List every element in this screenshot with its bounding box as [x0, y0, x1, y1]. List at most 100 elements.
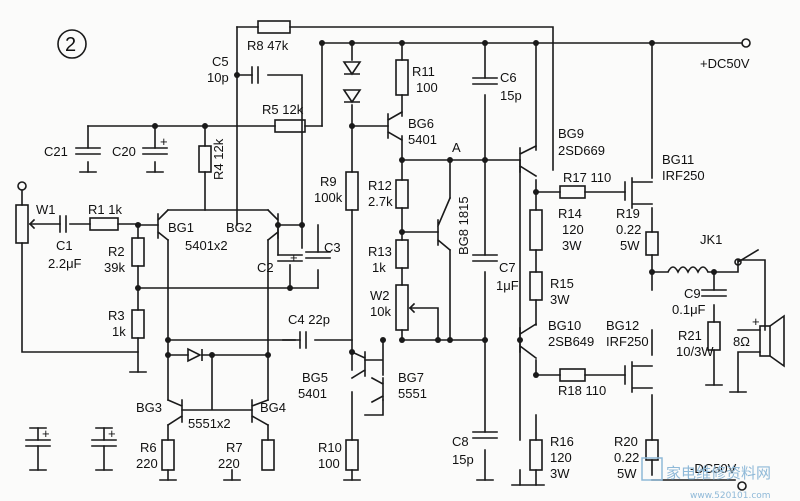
input-terminal [17, 181, 27, 191]
capacitor-c7 [472, 254, 498, 262]
label-bg6: BG6 [408, 116, 434, 131]
watermark-logo-icon [641, 457, 663, 481]
resistor-r3 [131, 309, 145, 339]
label-c20-plus: + [160, 134, 168, 149]
labels: 2 +DC50V -DC50V A R8 47k C5 10p R5 12k R… [36, 29, 760, 481]
label-r15-power: 3W [550, 292, 570, 307]
capacitor-c5 [251, 66, 259, 84]
capacitor-c6 [472, 77, 498, 85]
label-bg6-type: 5401 [408, 132, 437, 147]
label-pos-supply: +DC50V [700, 56, 750, 71]
resistor-r4 [198, 145, 212, 173]
label-c7-value: 1μF [496, 278, 519, 293]
capacitor-c4 [299, 331, 307, 349]
label-r1: R1 1k [88, 202, 122, 217]
label-r6-value: 220 [136, 456, 158, 471]
potentiometer-w1 [15, 204, 29, 244]
label-r20-power: 5W [617, 466, 637, 481]
label-c1-value: 2.2μF [48, 256, 82, 271]
label-w1: W1 [36, 202, 56, 217]
wires [21, 26, 766, 486]
label-r14-value: 120 [562, 222, 584, 237]
label-r12: R12 [368, 178, 392, 193]
capacitor-c1 [59, 215, 67, 233]
label-r20-value: 0.22 [614, 450, 639, 465]
label-r20: R20 [614, 434, 638, 449]
label-c21: C21 [44, 144, 68, 159]
label-w2-value: 10k [370, 304, 391, 319]
resistor-r5 [274, 119, 306, 133]
label-w2: W2 [370, 288, 390, 303]
label-r4: R4 12k [211, 138, 226, 180]
capacitor-c3 [305, 251, 331, 259]
label-c2-plus: + [290, 250, 298, 265]
label-bg12: BG12 [606, 318, 639, 333]
label-cap-right-plus: + [108, 426, 116, 441]
capacitor-c20 [142, 147, 168, 155]
label-r19-power: 5W [620, 238, 640, 253]
resistor-r8 [257, 20, 291, 34]
label-c7: C7 [499, 260, 516, 275]
label-r5: R5 12k [262, 102, 304, 117]
label-c2: C2 [257, 260, 274, 275]
label-neg-supply: -DC50V [690, 461, 737, 476]
transistors [156, 110, 653, 427]
label-bg7-type: 5551 [398, 386, 427, 401]
capacitor-c21 [75, 147, 101, 155]
label-bg12-type: IRF250 [606, 334, 649, 349]
label-c4: C4 22p [288, 312, 330, 327]
resistor-r20 [645, 439, 659, 461]
label-r7-value: 220 [218, 456, 240, 471]
watermark-text: 家电维修资料网 [666, 464, 771, 482]
label-r14: R14 [558, 206, 582, 221]
label-c8: C8 [452, 434, 469, 449]
label-bg10-type: 2SB649 [548, 334, 594, 349]
label-bg7: BG7 [398, 370, 424, 385]
label-r16-value: 120 [550, 450, 572, 465]
resistor-r9 [345, 171, 359, 211]
label-c9: C9 [684, 286, 701, 301]
label-r11-value: 100 [416, 80, 438, 95]
resistor-r13 [395, 239, 409, 269]
resistor-r7 [261, 439, 275, 471]
label-r18: R18 110 [558, 383, 606, 398]
jack-jk1 [734, 248, 760, 266]
label-bg9-type: 2SD669 [558, 143, 605, 158]
label-c1: C1 [56, 238, 73, 253]
label-c3: C3 [324, 240, 341, 255]
figure-number: 2 [65, 34, 76, 56]
label-r10-value: 100 [318, 456, 340, 471]
label-r17: R17 110 [563, 170, 611, 185]
label-c9-value: 0.1μF [672, 302, 706, 317]
resistor-r14 [529, 209, 543, 251]
label-bg3: BG3 [136, 400, 162, 415]
label-c20: C20 [112, 144, 136, 159]
label-speaker-plus: + [752, 314, 760, 329]
label-r13-value: 1k [372, 260, 386, 275]
label-bg5-type: 5401 [298, 386, 327, 401]
label-c5: C5 [212, 54, 229, 69]
output-inductor [667, 266, 709, 274]
label-r2: R2 [108, 244, 125, 259]
neg-supply-terminal [737, 481, 747, 491]
resistor-r18 [559, 368, 586, 382]
label-r10: R10 [318, 440, 342, 455]
resistor-r17 [559, 185, 586, 199]
resistor-r21 [707, 321, 721, 351]
label-bg8: BG8 1815 [456, 196, 471, 255]
label-jk1: JK1 [700, 232, 722, 247]
label-r15: R15 [550, 276, 574, 291]
label-bg3-bg4-type: 5551x2 [188, 416, 231, 431]
label-r7: R7 [226, 440, 243, 455]
resistor-r1 [89, 217, 119, 231]
label-r9-value: 100k [314, 190, 343, 205]
ground-symbols [29, 171, 747, 486]
figure-number-circle [57, 29, 87, 59]
resistor-r19 [645, 231, 659, 256]
label-bg2: BG2 [226, 220, 252, 235]
label-r13: R13 [368, 244, 392, 259]
label-r3-value: 1k [112, 324, 126, 339]
resistors [15, 20, 721, 471]
